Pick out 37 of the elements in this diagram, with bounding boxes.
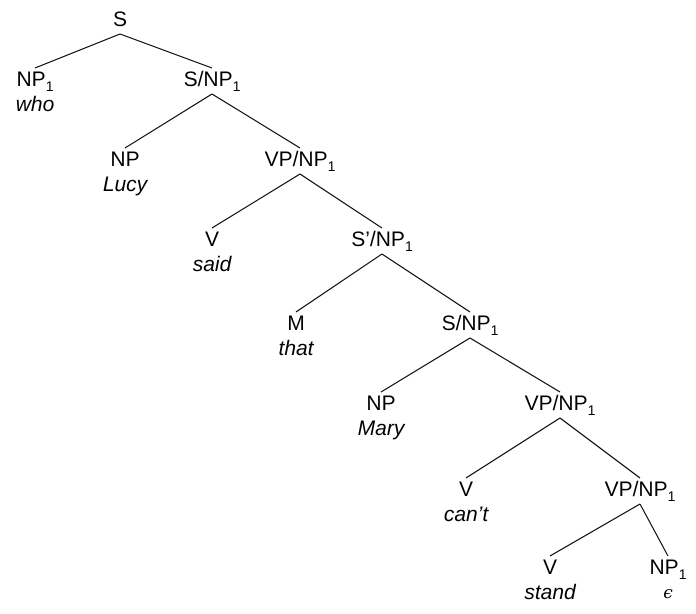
category-label: S xyxy=(113,8,127,32)
tree-branch xyxy=(640,504,668,556)
word-label: can’t xyxy=(444,502,488,528)
tree-branch xyxy=(466,418,560,478)
tree-branch xyxy=(382,254,470,312)
category-label: S’/NP$_{1}$ xyxy=(351,228,413,252)
category-label: NP$_{1}$ xyxy=(650,556,686,580)
tree-branch xyxy=(380,338,470,392)
word-label: Mary xyxy=(358,416,404,442)
category-label: S/NP$_{1}$ xyxy=(442,312,498,336)
tree-branch xyxy=(300,174,382,228)
category-label: S/NP$_{1}$ xyxy=(184,68,240,92)
category-label: NP xyxy=(110,148,140,172)
tree-branch xyxy=(470,338,560,392)
category-label: V xyxy=(459,478,473,502)
tree-branch xyxy=(560,418,640,478)
category-label: VP/NP$_{1}$ xyxy=(604,478,676,502)
tree-branch xyxy=(120,33,212,69)
category-label: VP/NP$_{1}$ xyxy=(524,392,596,416)
category-label: V xyxy=(204,228,219,252)
word-label: Lucy xyxy=(102,172,148,198)
tree-branch xyxy=(550,504,640,556)
tree-branch xyxy=(296,254,382,312)
category-label: NP$_{1}$ xyxy=(16,68,54,92)
word-label: said xyxy=(192,252,232,278)
category-label: V xyxy=(542,556,557,580)
tree-branch xyxy=(34,33,120,69)
word-label: ϵ xyxy=(663,582,673,605)
tree-branch xyxy=(124,94,212,148)
category-label: M xyxy=(287,312,305,336)
word-label: stand xyxy=(524,580,576,606)
category-label: NP xyxy=(366,392,396,416)
tree-branch xyxy=(212,94,300,148)
word-label: that xyxy=(278,336,314,362)
word-label: who xyxy=(16,92,54,118)
category-label: VP/NP$_{1}$ xyxy=(264,148,336,172)
tree-branch xyxy=(212,174,300,228)
